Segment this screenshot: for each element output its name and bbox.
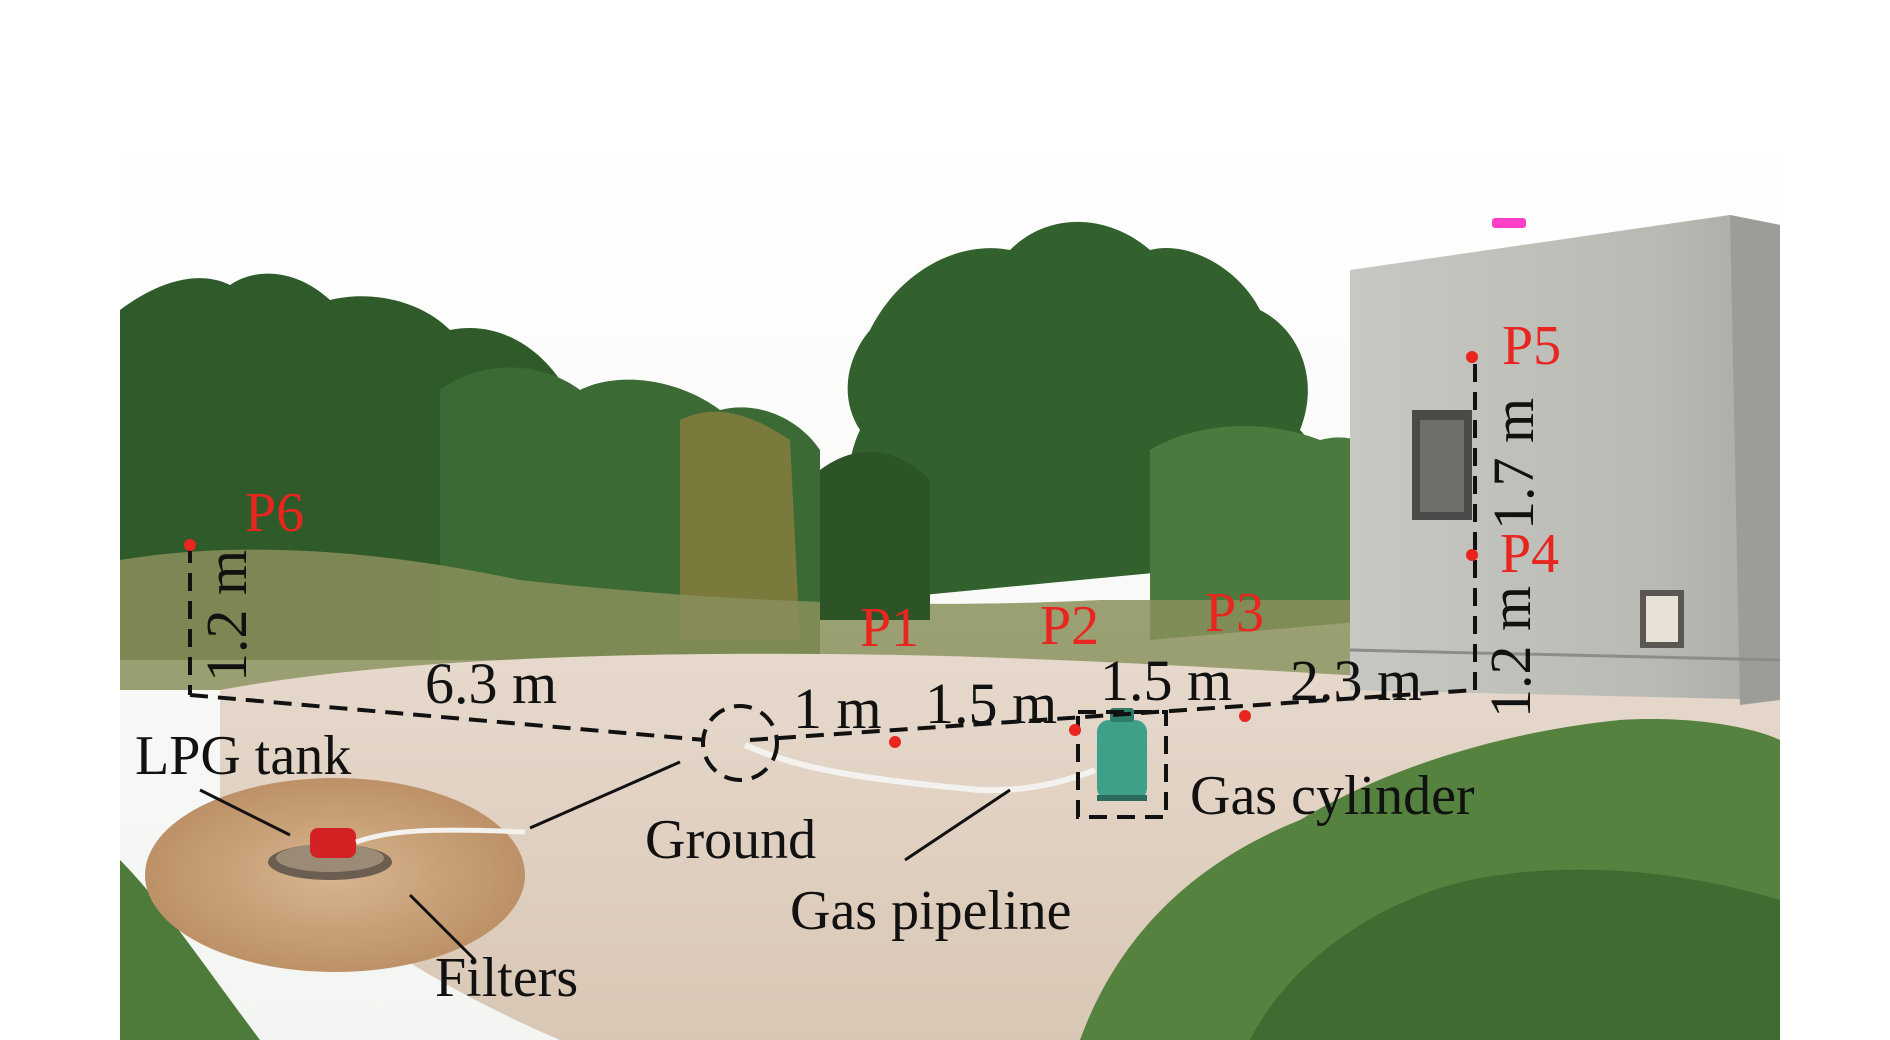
point-marker-p1	[889, 736, 901, 748]
callout-label-ground: Ground	[645, 809, 817, 871]
ground-marker-circle	[701, 704, 779, 782]
callout-label-lpg-tank: LPG tank	[135, 725, 352, 787]
distance-label-1-5m-a: 1.5 m	[925, 671, 1058, 736]
point-marker-p4	[1466, 549, 1478, 561]
distance-label-2-3m: 2.3 m	[1290, 648, 1423, 713]
gas-cylinder	[1097, 708, 1147, 801]
gas-pipeline-hose	[743, 742, 1097, 794]
point-marker-p6	[184, 539, 196, 551]
tree-line	[120, 221, 1400, 690]
callout-lines	[199, 760, 1011, 962]
distance-label-1-5m-b: 1.5 m	[1100, 648, 1233, 713]
concrete-building	[1349, 215, 1781, 705]
magenta-marker-on-roof	[1492, 218, 1526, 228]
measure-line-p6-to-ground	[189, 693, 706, 742]
point-label-p5: P5	[1502, 315, 1562, 377]
gas-cylinder-box	[1076, 710, 1168, 819]
measurement-points	[184, 351, 1478, 748]
distance-label-p4-to-p5: 1.7 m	[1481, 397, 1546, 530]
lpg-tank-red-valve	[310, 828, 356, 858]
point-label-p4: P4	[1500, 523, 1560, 585]
distance-label-6-3m: 6.3 m	[425, 651, 558, 716]
measure-line-ground-to-wall	[749, 688, 1476, 742]
point-label-p2: P2	[1040, 595, 1100, 657]
point-label-p6: P6	[245, 482, 305, 544]
point-marker-p5	[1466, 351, 1478, 363]
distance-label-1m: 1 m	[793, 676, 882, 741]
point-marker-p3	[1239, 710, 1251, 722]
point-marker-p2	[1069, 724, 1081, 736]
distance-label-p6-height: 1.2 m	[194, 549, 259, 682]
photo-area	[120, 120, 1781, 1040]
callout-label-gas-pipeline: Gas pipeline	[790, 880, 1072, 942]
point-label-p3: P3	[1205, 582, 1265, 644]
measurement-lines	[188, 355, 1477, 819]
callout-label-filters: Filters	[435, 947, 579, 1009]
point-label-p1: P1	[860, 597, 920, 659]
callout-label-gas-cylinder: Gas cylinder	[1190, 765, 1475, 827]
distance-label-wall-to-p4: 1.2 m	[1478, 585, 1543, 718]
lpg-tank-inset	[145, 778, 526, 972]
